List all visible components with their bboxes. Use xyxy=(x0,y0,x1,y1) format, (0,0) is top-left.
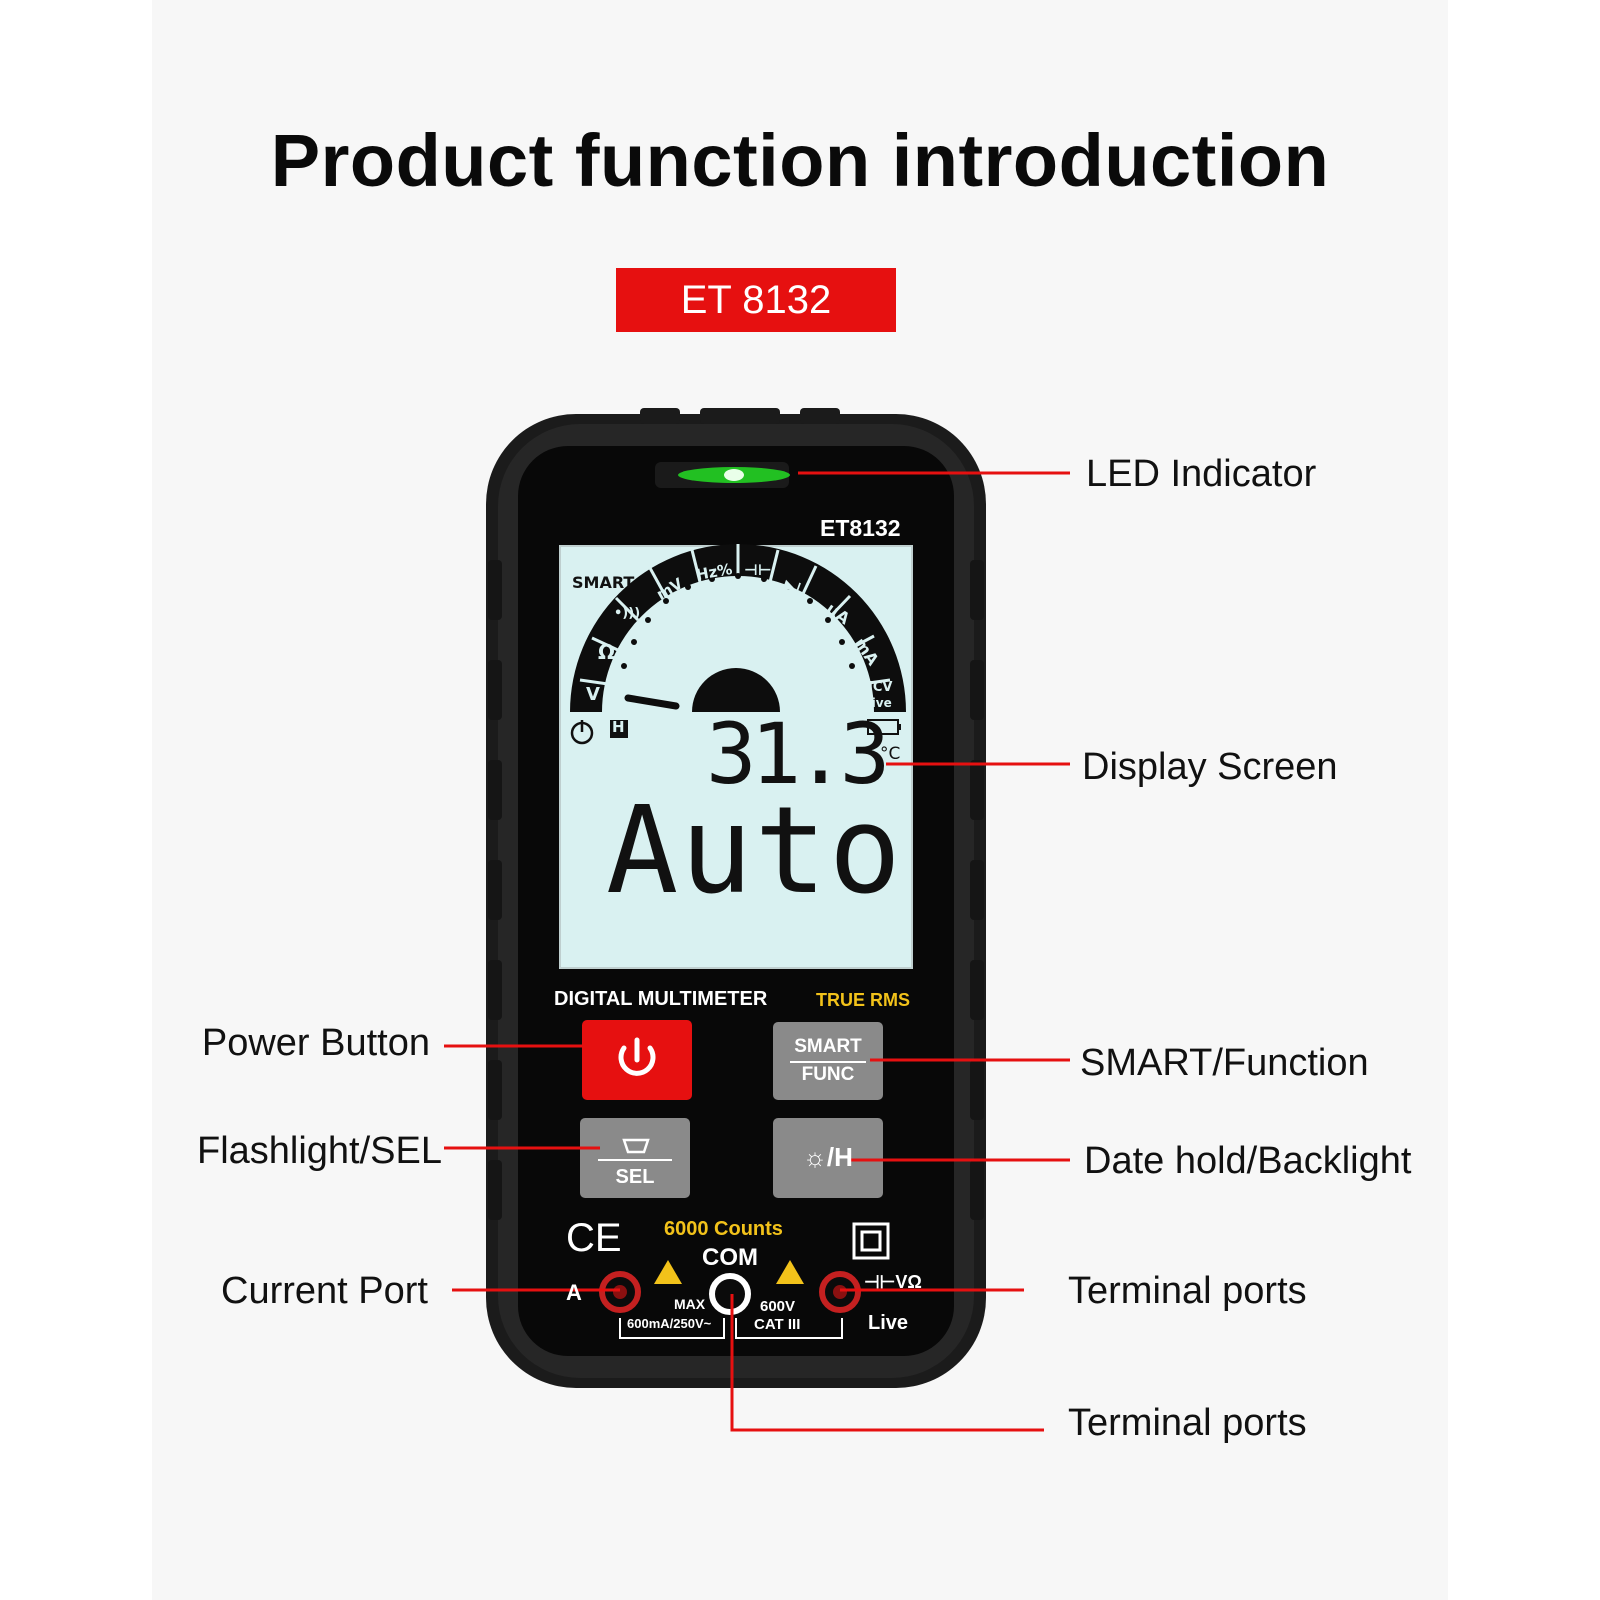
lcd-unit: °C xyxy=(880,744,901,764)
hold-backlight-label: ☼/H xyxy=(803,1142,853,1172)
lcd-dial-capacitance: ⊣⊢ xyxy=(744,561,772,579)
cat-rating: CAT III xyxy=(754,1316,801,1333)
lcd-dial-ohm: Ω xyxy=(598,640,616,664)
a-port-label: A xyxy=(566,1280,582,1305)
lcd-dial-live: Live xyxy=(864,696,892,710)
smart-func-button-face[interactable]: SMART FUNC xyxy=(773,1028,883,1098)
cat-voltage: 600V xyxy=(760,1298,796,1315)
callout-smart-function: SMART/Function xyxy=(1080,1042,1369,1084)
dial-hub xyxy=(692,668,780,712)
dial-arc xyxy=(570,544,906,712)
model-badge: ET 8132 xyxy=(616,268,896,332)
callout-current-port: Current Port xyxy=(221,1270,428,1312)
sel-label: SEL xyxy=(615,1166,655,1188)
com-port xyxy=(709,1273,751,1315)
counts-label: 6000 Counts xyxy=(664,1218,783,1240)
max-label: MAX xyxy=(674,1296,706,1312)
fuse-rating: 600mA/250V~ xyxy=(627,1316,712,1331)
flashlight-icon xyxy=(622,1138,650,1154)
true-rms-label: TRUE RMS xyxy=(816,990,910,1010)
callout-power-button: Power Button xyxy=(201,1022,430,1064)
lcd-reading: 31.3 xyxy=(706,705,890,803)
lcd-dial-continuity: •))) xyxy=(614,606,641,621)
func-label: FUNC xyxy=(801,1064,855,1085)
hold-indicator-icon xyxy=(610,720,628,738)
hold-backlight-button xyxy=(773,1118,883,1198)
com-label: COM xyxy=(702,1244,758,1271)
callout-display-screen: Display Screen xyxy=(1082,746,1338,788)
double-insulation-icon xyxy=(852,1222,890,1260)
warning-icon xyxy=(776,1260,804,1284)
callout-flashlight-sel: Flashlight/SEL xyxy=(196,1130,442,1172)
device-name-label: DIGITAL MULTIMETER xyxy=(554,988,768,1010)
lcd-dial-ncv: NCV xyxy=(862,680,893,695)
sel-button-face[interactable]: SEL xyxy=(580,1118,690,1198)
callout-terminal-ports-bottom: Terminal ports xyxy=(1068,1402,1307,1444)
live-port-label: Live xyxy=(868,1312,909,1334)
device-model-label: ET8132 xyxy=(820,515,901,541)
hold-backlight-button-face[interactable]: ☼/H xyxy=(773,1118,883,1198)
lcd-smart-label: SMART xyxy=(572,573,635,592)
page-title: Product function introduction xyxy=(270,119,1330,202)
ce-mark: CE xyxy=(566,1216,622,1260)
callout-lines xyxy=(444,471,1070,1432)
callout-hold-backlight: Date hold/Backlight xyxy=(1084,1140,1412,1182)
warning-icon xyxy=(654,1260,682,1284)
power-button-face[interactable] xyxy=(582,1020,692,1100)
callout-terminal-ports-right: Terminal ports xyxy=(1068,1270,1307,1312)
smart-label: SMART xyxy=(794,1036,862,1057)
sel-button xyxy=(580,1118,690,1198)
callout-led-indicator: LED Indicator xyxy=(1086,453,1317,495)
vohm-port-label: ⊣⊢VΩ xyxy=(864,1272,922,1292)
lcd-hold-letter: H xyxy=(612,718,625,736)
lcd-mode-text: Auto xyxy=(606,782,903,921)
lcd-dial-v: V xyxy=(586,684,600,705)
